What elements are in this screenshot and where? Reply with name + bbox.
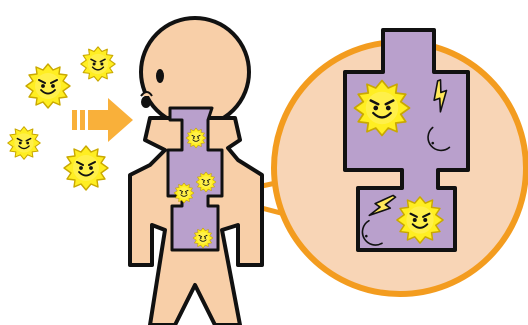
magnified-view xyxy=(274,30,526,294)
germ-icon xyxy=(81,47,115,81)
mouth xyxy=(141,96,151,108)
germ-icon xyxy=(26,64,70,108)
person-figure xyxy=(130,18,262,325)
eye xyxy=(156,69,164,83)
germ-icon xyxy=(64,146,108,190)
germ-icon xyxy=(8,127,41,160)
arrow-right-icon xyxy=(72,98,133,142)
